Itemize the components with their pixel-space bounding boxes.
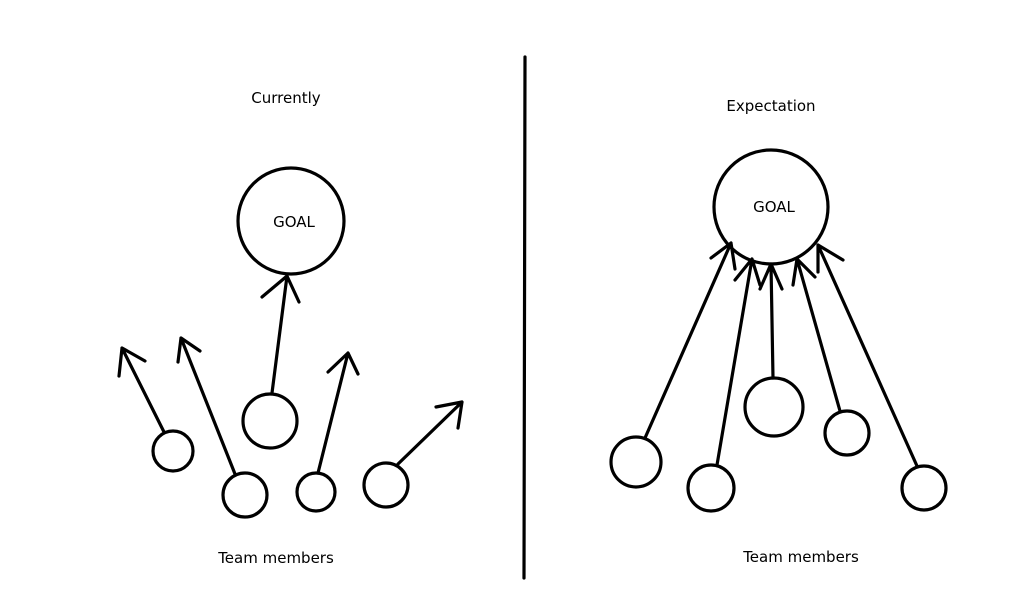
member-arrow	[396, 400, 464, 466]
goal-circle-current	[236, 166, 346, 276]
goal-label-current: GOAL	[273, 213, 315, 231]
member-circle	[241, 392, 299, 450]
panel-footer-expected: Team members	[742, 548, 859, 566]
member-arrow	[643, 241, 737, 440]
member-circle	[221, 471, 269, 519]
member-circle	[362, 461, 410, 509]
member-arrow	[758, 262, 784, 380]
member-circle	[686, 463, 736, 513]
member-circle	[743, 376, 805, 438]
member-arrow	[715, 257, 762, 467]
member-arrow	[791, 257, 842, 413]
member-circle	[151, 429, 195, 473]
member-arrow	[260, 274, 301, 395]
panel-footer-current: Team members	[217, 549, 334, 567]
panel-title-current: Currently	[251, 89, 321, 107]
goal-label-expected: GOAL	[753, 198, 795, 216]
member-circle	[823, 409, 871, 457]
member-arrow	[176, 336, 237, 476]
panel-divider	[522, 55, 527, 580]
member-arrow	[117, 346, 166, 434]
member-circle	[609, 435, 663, 489]
panel-title-expected: Expectation	[726, 97, 815, 115]
member-circle	[900, 464, 948, 512]
member-arrow	[316, 351, 360, 475]
member-arrow	[816, 243, 919, 468]
member-circle	[295, 471, 337, 513]
